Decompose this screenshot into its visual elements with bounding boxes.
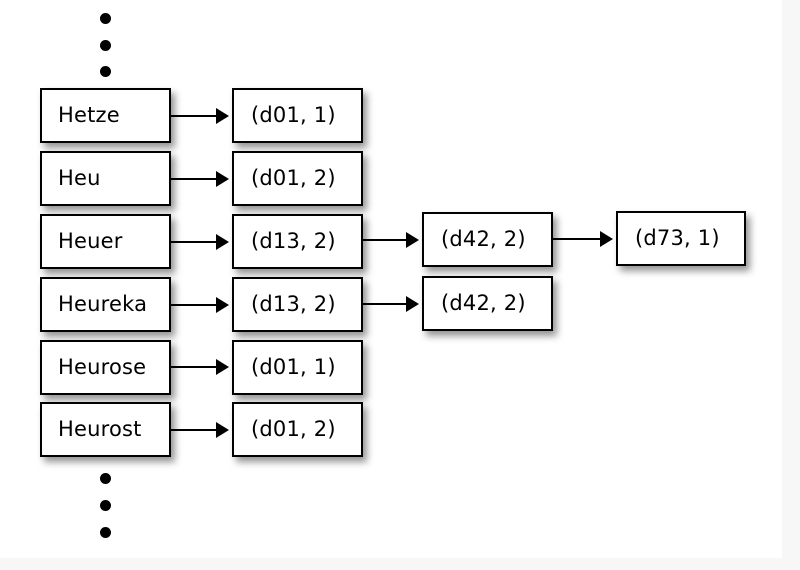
page-edge-bottom <box>0 558 800 570</box>
edge-line-heurost-to-p1 <box>171 429 219 431</box>
edge-line-heurose-to-p1 <box>171 366 219 368</box>
term-node-heurost[interactable]: Heurost <box>40 402 171 457</box>
posting-node-1-6[interactable]: (d01, 2) <box>232 402 363 457</box>
posting-node-1-4[interactable]: (d13, 2) <box>232 277 363 332</box>
posting-node-2-2[interactable]: (d42, 2) <box>422 276 553 331</box>
edge-line-p2r1-to-p3r1 <box>553 238 603 240</box>
edge-arrowhead-p1r4-to-p2r2 <box>406 296 419 312</box>
edge-arrowhead-heurose-to-p1 <box>216 359 229 375</box>
term-node-heuer[interactable]: Heuer <box>40 214 171 269</box>
posting-node-1-5[interactable]: (d01, 1) <box>232 340 363 395</box>
edge-arrowhead-p2r1-to-p3r1 <box>600 231 613 247</box>
ellipsis-dot-bottom-3 <box>100 527 111 538</box>
term-node-heureka[interactable]: Heureka <box>40 277 171 332</box>
edge-line-heu-to-p1 <box>171 178 219 180</box>
edge-line-hetze-to-p1 <box>171 115 219 117</box>
edge-line-heuer-to-p1 <box>171 241 219 243</box>
ellipsis-dot-bottom-2 <box>100 500 111 511</box>
posting-node-3-1[interactable]: (d73, 1) <box>616 211 746 266</box>
ellipsis-dot-top-3 <box>100 66 111 77</box>
edge-arrowhead-heuer-to-p1 <box>216 234 229 250</box>
edge-line-heureka-to-p1 <box>171 304 219 306</box>
edge-arrowhead-heu-to-p1 <box>216 171 229 187</box>
posting-node-1-2[interactable]: (d01, 2) <box>232 151 363 206</box>
posting-node-1-3[interactable]: (d13, 2) <box>232 214 363 269</box>
edge-line-p1r3-to-p2r1 <box>363 239 409 241</box>
ellipsis-dot-top-2 <box>100 40 111 51</box>
edge-arrowhead-p1r3-to-p2r1 <box>406 232 419 248</box>
term-node-heurose[interactable]: Heurose <box>40 340 171 395</box>
term-node-hetze[interactable]: Hetze <box>40 88 171 143</box>
edge-arrowhead-heurost-to-p1 <box>216 422 229 438</box>
ellipsis-dot-top-1 <box>100 13 111 24</box>
edge-arrowhead-hetze-to-p1 <box>216 108 229 124</box>
edge-line-p1r4-to-p2r2 <box>363 303 409 305</box>
posting-node-1-1[interactable]: (d01, 1) <box>232 88 363 143</box>
posting-node-2-1[interactable]: (d42, 2) <box>422 212 553 267</box>
ellipsis-dot-bottom-1 <box>100 473 111 484</box>
term-node-heu[interactable]: Heu <box>40 151 171 206</box>
edge-arrowhead-heureka-to-p1 <box>216 297 229 313</box>
page-edge-right <box>782 0 800 570</box>
